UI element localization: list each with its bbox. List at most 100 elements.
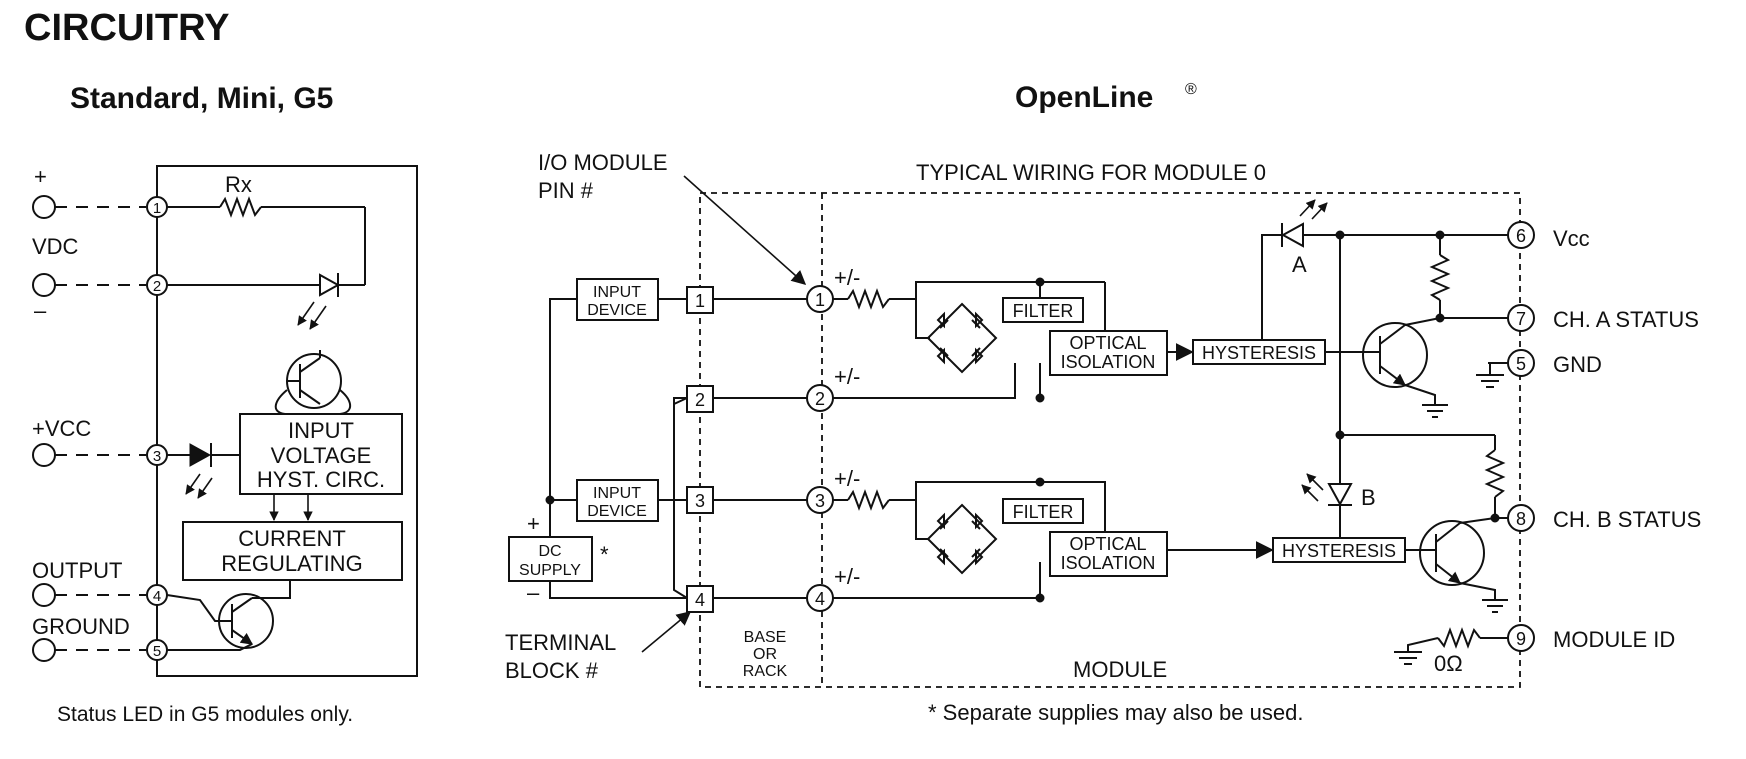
ch-b-status-label: CH. B STATUS (1553, 507, 1701, 532)
svg-text:HYSTERESIS: HYSTERESIS (1202, 343, 1316, 363)
input-device-2: INPUT DEVICE (576, 479, 659, 522)
base-label-2: OR (753, 646, 777, 663)
led-a-label: A (1292, 252, 1307, 277)
svg-text:FILTER: FILTER (1013, 502, 1074, 522)
svg-text:6: 6 (1516, 226, 1526, 246)
vdc-label: VDC (32, 234, 79, 259)
top-transistor (274, 350, 352, 415)
right-diagram: OpenLine ® I/O MODULE PIN # TYPICAL WIRI… (505, 81, 1701, 725)
module-id-resistor (1394, 627, 1510, 665)
svg-text:ISOLATION: ISOLATION (1061, 553, 1156, 573)
pin-5: 5 (153, 643, 161, 660)
rx-resistor (167, 196, 366, 285)
polarity-3: +/- (834, 466, 860, 491)
input-voltage-line-3: HYST. CIRC. (257, 467, 385, 492)
terminal-block-pins: 1 2 3 4 (686, 286, 714, 613)
svg-text:1: 1 (695, 291, 705, 311)
terminal-block-label-1: TERMINAL (505, 630, 616, 655)
svg-text:DC: DC (538, 543, 561, 560)
polarity-4: +/- (834, 564, 860, 589)
left-caption: Status LED in G5 modules only. (57, 703, 353, 726)
input-voltage-line-1: INPUT (288, 418, 354, 443)
bottom-transistor (166, 580, 291, 651)
hysteresis-a: HYSTERESIS (1192, 339, 1326, 365)
optical-isolation-b: OPTICAL ISOLATION (1049, 531, 1168, 577)
pin-4: 4 (153, 588, 161, 605)
led-b-label: B (1361, 485, 1376, 510)
svg-text:ISOLATION: ISOLATION (1061, 352, 1156, 372)
current-regulating-line-1: CURRENT (238, 526, 346, 551)
vcc-diode (167, 443, 240, 499)
svg-text:2: 2 (815, 389, 825, 409)
ground-label: GROUND (32, 614, 130, 639)
terminal-block-label-2: BLOCK # (505, 658, 599, 683)
gnd-label: GND (1553, 352, 1602, 377)
zero-ohm-label: 0Ω (1434, 651, 1463, 676)
dc-supply: DC SUPPLY (508, 536, 593, 582)
svg-text:4: 4 (695, 590, 705, 610)
left-terminals (32, 195, 146, 662)
svg-text:8: 8 (1516, 509, 1526, 529)
svg-text:HYSTERESIS: HYSTERESIS (1282, 541, 1396, 561)
svg-text:DEVICE: DEVICE (587, 302, 647, 319)
pin-1: 1 (153, 200, 161, 217)
svg-text:OPTICAL: OPTICAL (1069, 534, 1146, 554)
base-label-1: BASE (744, 629, 787, 646)
svg-text:1: 1 (815, 290, 825, 310)
svg-text:4: 4 (815, 589, 825, 609)
output-label: OUTPUT (32, 558, 122, 583)
left-pins: 1 2 3 4 5 (146, 196, 168, 661)
svg-text:DEVICE: DEVICE (587, 503, 647, 520)
terminal-block-arrow (641, 611, 692, 653)
left-heading: Standard, Mini, G5 (70, 82, 333, 115)
optical-isolation-a: OPTICAL ISOLATION (1049, 330, 1168, 376)
status-led (167, 273, 365, 330)
io-module-label-1: I/O MODULE (538, 150, 668, 175)
svg-text:INPUT: INPUT (593, 485, 641, 502)
pin-2: 2 (153, 278, 161, 295)
input-device-1: INPUT DEVICE (576, 278, 659, 321)
input-voltage-block (239, 413, 403, 495)
gnd-symbol (1476, 362, 1510, 388)
svg-text:7: 7 (1516, 309, 1526, 329)
channel-a-input-stage (833, 277, 1106, 403)
filter-b: FILTER (1002, 498, 1084, 524)
svg-text:SUPPLY: SUPPLY (519, 562, 581, 579)
vcc-output-label: Vcc (1553, 226, 1590, 251)
module-id-label: MODULE ID (1553, 627, 1675, 652)
rx-label: Rx (225, 172, 252, 197)
svg-text:3: 3 (695, 491, 705, 511)
footnote: * Separate supplies may also be used. (928, 700, 1303, 725)
dc-plus: + (527, 511, 540, 536)
io-module-arrow (683, 175, 807, 285)
minus-label: – (34, 298, 47, 323)
dc-asterisk: * (600, 542, 609, 567)
page-title: CIRCUITRY (24, 7, 229, 49)
vcc-label: +VCC (32, 416, 91, 441)
module-label: MODULE (1073, 657, 1167, 682)
base-outline (699, 192, 1521, 688)
svg-text:OPTICAL: OPTICAL (1069, 333, 1146, 353)
module-pins: 1 2 3 4 (806, 285, 834, 612)
right-heading: OpenLine (1015, 81, 1153, 114)
svg-text:5: 5 (1516, 354, 1526, 374)
polarity-2: +/- (834, 364, 860, 389)
output-pins: 6 7 5 8 9 (1507, 221, 1535, 652)
svg-text:9: 9 (1516, 629, 1526, 649)
current-regulating-line-2: REGULATING (221, 551, 362, 576)
svg-text:INPUT: INPUT (593, 284, 641, 301)
left-diagram: Standard, Mini, G5 + VDC – +VCC OUTPUT G… (32, 82, 418, 726)
io-module-label-2: PIN # (538, 178, 594, 203)
current-regulating-block (182, 521, 403, 581)
typical-wiring-label: TYPICAL WIRING FOR MODULE 0 (916, 160, 1266, 185)
channel-b-input-stage (833, 477, 1106, 603)
svg-text:FILTER: FILTER (1013, 301, 1074, 321)
input-wiring (545, 298, 688, 599)
svg-text:3: 3 (815, 491, 825, 511)
input-voltage-line-2: VOLTAGE (271, 443, 372, 468)
svg-text:2: 2 (695, 390, 705, 410)
output-section-a (1261, 199, 1510, 440)
filter-a: FILTER (1002, 297, 1084, 323)
ch-a-status-label: CH. A STATUS (1553, 307, 1699, 332)
